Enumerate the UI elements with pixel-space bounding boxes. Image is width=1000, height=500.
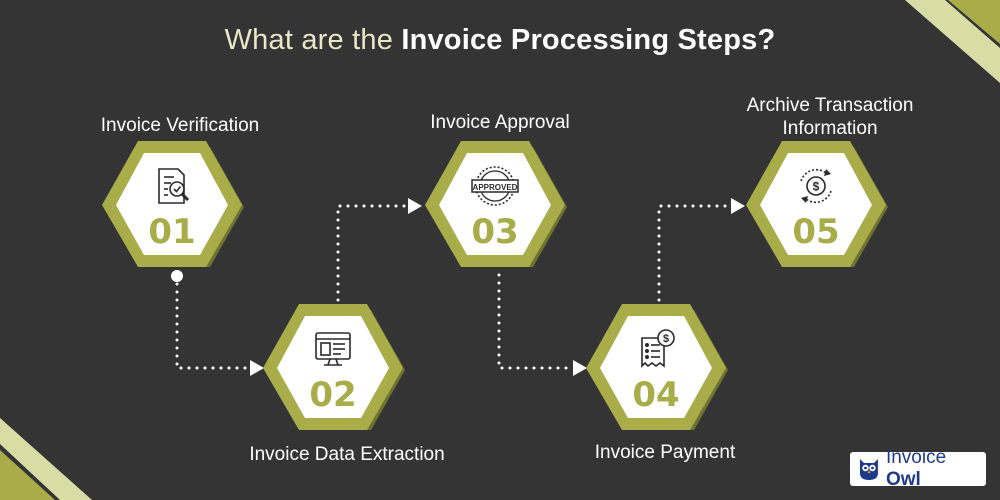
svg-text:APPROVED: APPROVED <box>473 183 518 192</box>
step-label-03: Invoice Approval <box>430 112 570 133</box>
title-highlight: Invoice Processing Steps? <box>401 24 776 56</box>
step-label-04: Invoice Payment <box>594 442 736 463</box>
brand-name-suffix: Owl <box>885 469 921 490</box>
step-number-05: 05 <box>792 212 839 252</box>
page-title: What are the Invoice Processing Steps? <box>0 24 1000 57</box>
arrowhead-to-02 <box>250 360 264 376</box>
step-03-hexagon <box>425 141 567 267</box>
brand-name-prefix: Invoice <box>885 447 947 468</box>
step-label-05: Archive Transaction Information <box>746 95 914 139</box>
step-number-01: 01 <box>148 212 195 252</box>
step-number-03: 03 <box>471 212 518 252</box>
brand-name: Invoice Owl <box>886 447 986 491</box>
bottom-left-accent-corner <box>0 450 55 500</box>
approved-stamp-icon: APPROVED <box>471 166 519 206</box>
arrowhead-to-03 <box>408 198 422 214</box>
step-label-01: Invoice Verification <box>100 115 260 136</box>
arrowhead-to-05 <box>731 198 745 214</box>
dollar-cycle-icon: $ <box>800 168 832 204</box>
receipt-dollar-icon: $ <box>641 329 675 368</box>
step-number-04: 04 <box>632 375 679 415</box>
svg-text:$: $ <box>813 180 820 194</box>
arrowhead-to-04 <box>573 360 587 376</box>
top-right-accent-stripe <box>905 0 1000 83</box>
connector-01-02 <box>175 274 250 370</box>
step-02-hexagon <box>263 304 405 430</box>
svg-text:$: $ <box>663 333 669 345</box>
document-check-magnifier-icon <box>158 168 190 204</box>
step-number-02: 02 <box>309 375 356 415</box>
bottom-left-accent-stripe <box>0 418 92 500</box>
connector-02-03 <box>336 204 410 302</box>
step-01-hexagon <box>102 141 244 267</box>
monitor-data-icon <box>315 332 351 366</box>
title-prefix: What are the <box>224 24 394 56</box>
step-05-hexagon <box>746 141 888 267</box>
owl-icon <box>859 459 878 480</box>
connector-04-05 <box>657 204 732 302</box>
step-label-02: Invoice Data Extraction <box>249 444 445 465</box>
connector-03-04 <box>497 273 574 370</box>
top-right-accent-corner <box>948 0 1000 44</box>
invoiceowl-logo: Invoice Owl <box>850 447 986 490</box>
connector-start-dot <box>171 270 183 282</box>
